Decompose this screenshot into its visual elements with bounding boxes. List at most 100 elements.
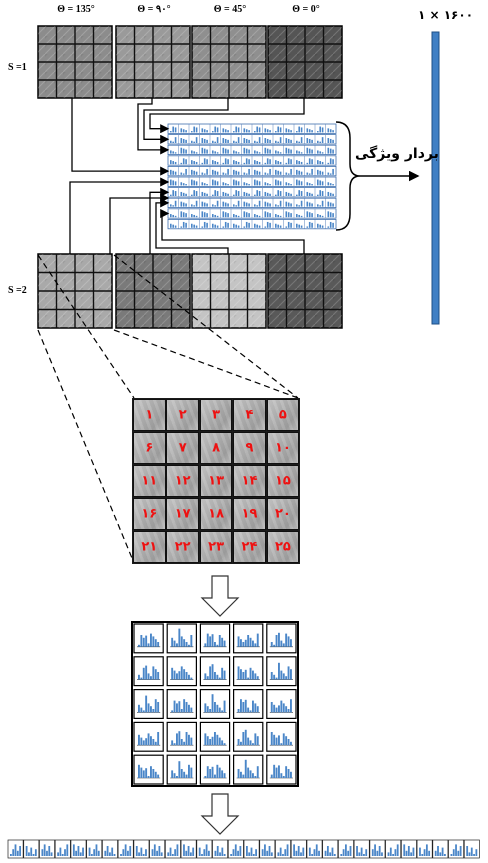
histogram-cell	[199, 754, 231, 785]
histogram-cell	[199, 688, 231, 719]
histogram-cell	[133, 623, 164, 654]
histogram-cell	[166, 623, 197, 654]
patch-tile: ۶	[133, 432, 166, 465]
response-grid-s2-1	[115, 253, 191, 329]
patch-tile: ۱۰	[266, 432, 300, 465]
patch-tile: ۱	[133, 399, 166, 432]
patch-tile: ۱۹	[233, 498, 266, 531]
angle-label-90: Θ = ۹۰°	[137, 4, 171, 15]
histogram-cell	[199, 623, 231, 654]
response-grid-s2-3	[267, 253, 343, 329]
patch-number: ۱۸	[208, 506, 225, 522]
patch-number: ۲۱	[141, 539, 158, 555]
patch-number: ۱۶	[141, 506, 158, 522]
histogram-cell	[199, 656, 231, 687]
feature-vector-label: بردار ویژگی	[355, 146, 439, 162]
patch-number: ۲۳	[208, 539, 225, 555]
down-arrow-icon	[200, 793, 240, 835]
strip-histogram	[149, 839, 166, 859]
patch-tile: ۱۶	[133, 498, 166, 531]
histogram-cell	[133, 656, 164, 687]
patch-tile: ۲۴	[233, 531, 266, 564]
patch-tile: ۱۷	[166, 498, 199, 531]
vector-row	[167, 197, 337, 208]
histogram-cell	[233, 721, 264, 752]
strip-histogram	[243, 839, 260, 859]
histogram-cell	[266, 623, 297, 654]
vector-row	[167, 123, 337, 134]
patch-number: ۲	[178, 407, 187, 423]
angle-label-45: Θ = 45°	[213, 4, 247, 15]
response-grid-s1-1	[115, 25, 191, 99]
response-grid-s1-0	[37, 25, 113, 99]
histogram-cell	[166, 656, 197, 687]
strip-histogram	[227, 839, 244, 859]
patch-tile: ۵	[266, 399, 300, 432]
patch-number: ۱۰	[274, 440, 291, 456]
strip-histogram	[369, 839, 386, 859]
patch-tile: ۱۲	[166, 465, 199, 498]
down-arrow-icon	[200, 575, 240, 617]
strip-histogram	[416, 839, 433, 859]
histogram-cell	[266, 721, 297, 752]
histogram-cell	[133, 754, 164, 785]
feature-vector-dimension: ۱ × ۱۶۰۰	[418, 8, 474, 22]
patch-tile: ۲	[166, 399, 199, 432]
vector-row	[167, 134, 337, 145]
histogram-cell	[266, 656, 297, 687]
strip-histogram	[86, 839, 103, 859]
histogram-cell	[266, 688, 297, 719]
patch-number: ۴	[245, 407, 254, 423]
patch-tile: ۳	[199, 399, 233, 432]
vector-row	[167, 208, 337, 219]
histogram-cell	[266, 754, 297, 785]
patch-tile: ۴	[233, 399, 266, 432]
strip-histogram	[7, 839, 24, 859]
strip-histogram	[54, 839, 71, 859]
patch-tile: ۲۳	[199, 531, 233, 564]
patch-number: ۱۷	[174, 506, 191, 522]
histogram-cell	[233, 656, 264, 687]
scale-label-2: S =2	[8, 285, 27, 296]
patch-number: ۲۰	[274, 506, 291, 522]
patch-number: ۲۲	[174, 539, 191, 555]
patch-tile: ۱۳	[199, 465, 233, 498]
response-grid-s1-3	[267, 25, 343, 99]
patch-tile: ۱۵	[266, 465, 300, 498]
patch-tile: ۸	[199, 432, 233, 465]
vector-row	[167, 144, 337, 155]
connector-arrows	[69, 98, 305, 254]
scale-label-1: S =1	[8, 62, 27, 73]
patch-tile: ۲۲	[166, 531, 199, 564]
strip-histogram	[39, 839, 55, 859]
angle-label-0: Θ = 0°	[292, 4, 320, 15]
patch-number: ۲۴	[241, 539, 258, 555]
histogram-cell	[133, 721, 164, 752]
strip-histogram	[70, 839, 87, 859]
strip-histogram	[463, 839, 480, 859]
strip-histogram	[275, 839, 291, 859]
strip-histogram	[448, 839, 465, 859]
feature-vector-bar	[431, 31, 440, 325]
patch-tile: ۷	[166, 432, 199, 465]
patch-tile: ۹	[233, 432, 266, 465]
strip-histogram	[133, 839, 150, 859]
patch-number: ۳	[212, 407, 221, 423]
vector-row	[167, 165, 337, 177]
histogram-cell	[133, 688, 164, 719]
strip-histogram	[180, 839, 197, 859]
patch-number: ۱۳	[208, 473, 225, 489]
vector-row	[167, 176, 337, 187]
response-grid-s2-0	[37, 253, 113, 329]
strip-histogram	[322, 839, 339, 859]
patch-number: ۵	[278, 407, 287, 423]
patch-tile: ۱۴	[233, 465, 266, 498]
histogram-cell	[199, 721, 231, 752]
zoom-lines	[37, 254, 299, 564]
histogram-grid	[131, 621, 299, 787]
strip-histogram	[196, 839, 213, 859]
patch-tile: ۱۸	[199, 498, 233, 531]
strip-histogram	[164, 839, 181, 859]
angle-label-135: Θ = 135°	[57, 4, 95, 15]
histogram-cell	[166, 754, 197, 785]
